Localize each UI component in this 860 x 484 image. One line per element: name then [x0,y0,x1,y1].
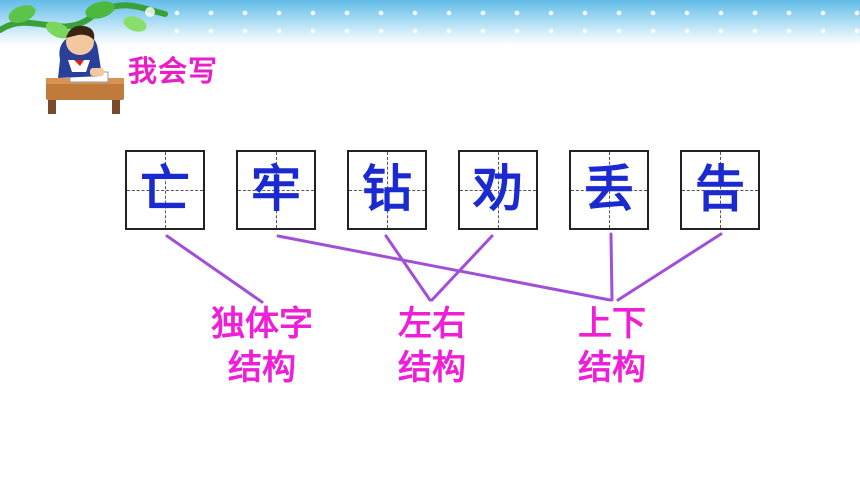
category-label-left-right: 左右 结构 [372,302,492,390]
character-glyph: 亡 [140,159,190,218]
category-line: 结构 [228,348,296,388]
link-line [609,232,614,302]
grid-guide-vertical [165,152,166,228]
character-grid-row: 亡 牢 钻 劝 丢 告 [125,150,760,230]
grid-guide-vertical [387,152,388,228]
category-line: 结构 [398,348,466,388]
character-glyph: 劝 [473,159,523,218]
character-box: 钻 [347,150,427,230]
category-label-single: 独体字 结构 [192,302,332,390]
character-glyph: 告 [695,159,745,218]
character-box: 牢 [236,150,316,230]
link-line [430,234,494,302]
student-writing-icon [46,25,124,114]
category-label-top-bottom: 上下 结构 [552,302,672,390]
top-banner [0,0,860,46]
character-box: 告 [680,150,760,230]
banner-dot-pattern [160,4,860,34]
category-line: 独体字 [211,304,313,344]
category-line: 结构 [578,348,646,388]
link-line [616,232,723,302]
character-glyph: 丢 [584,159,634,218]
character-glyph: 牢 [251,159,301,218]
category-line: 左右 [398,304,466,344]
grid-guide-vertical [276,152,277,228]
character-glyph: 钻 [362,159,412,218]
character-box: 丢 [569,150,649,230]
page-heading: 我会写 [128,54,219,88]
link-line [384,234,432,302]
character-box: 劝 [458,150,538,230]
character-box: 亡 [125,150,205,230]
vine-decoration-icon [0,1,168,39]
link-line [165,234,264,304]
grid-guide-vertical [609,152,610,228]
grid-guide-vertical [498,152,499,228]
grid-guide-vertical [720,152,721,228]
category-line: 上下 [578,304,646,344]
link-line [276,234,612,302]
